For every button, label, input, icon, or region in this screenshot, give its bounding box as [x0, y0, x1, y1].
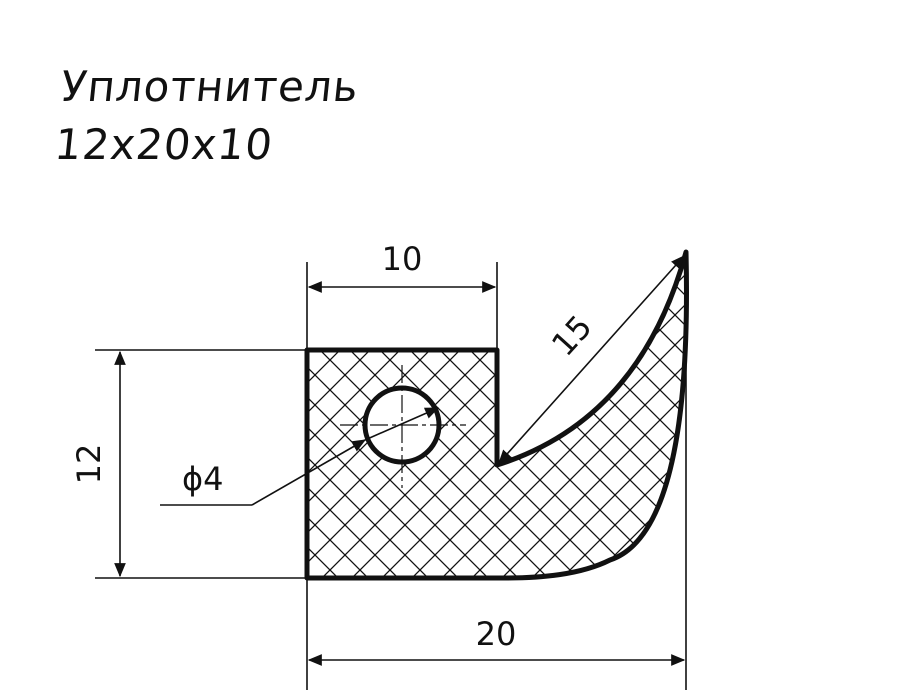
dimension-label-height: 12 [70, 444, 108, 485]
dimension-label-top-width: 10 [382, 240, 423, 278]
hole-diameter-arrow-line [364, 407, 440, 441]
hole-leader-arrow-line [251, 439, 367, 506]
dimension-label-radius: 15 [544, 308, 599, 364]
dimension-line-radius [498, 255, 685, 464]
dimension-label-hole-diameter: ϕ4 [182, 460, 223, 498]
dimension-label-bottom-width: 20 [476, 615, 517, 653]
